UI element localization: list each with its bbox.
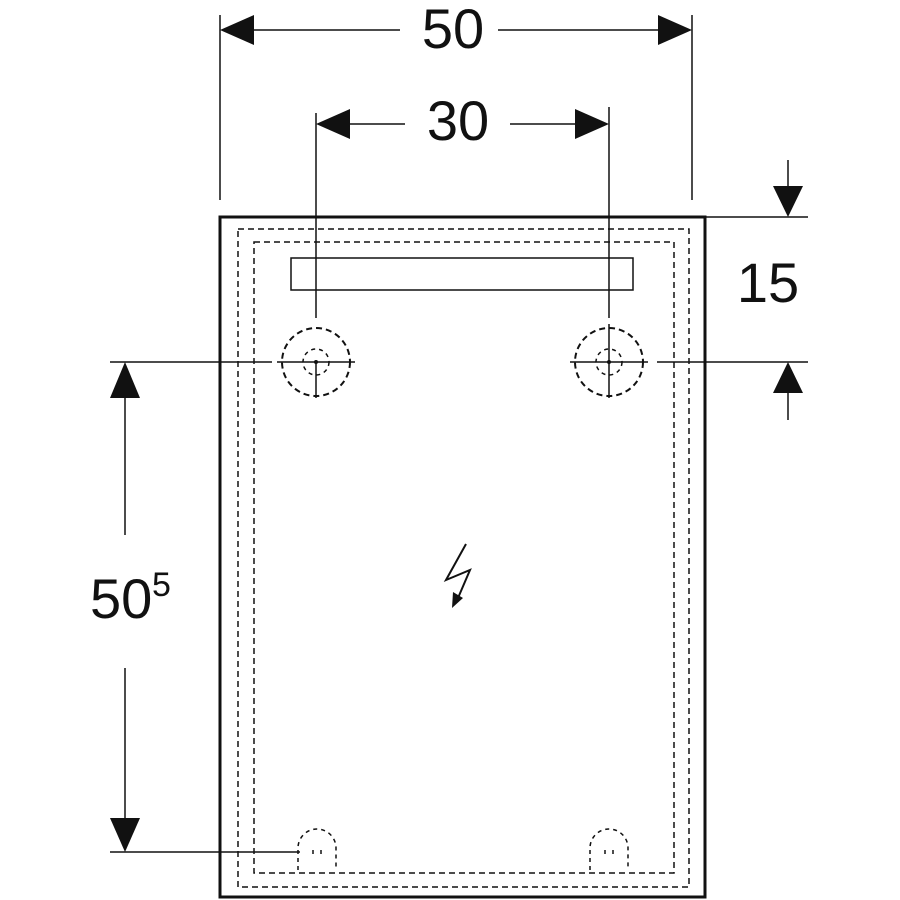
fixing-point-right — [570, 324, 648, 398]
lightning-bolt-icon — [443, 543, 472, 608]
bottom-slot-left — [297, 828, 337, 870]
dimension-label-height: 50 — [90, 567, 152, 630]
bottom-slot-right — [589, 828, 629, 870]
dimension-top-offset: 15 — [657, 160, 808, 420]
fixing-point-left — [277, 327, 355, 398]
dimension-label-height-superscript: 5 — [152, 566, 171, 604]
inner-dashed-outline-inner — [253, 241, 675, 874]
inner-dashed-outline-outer — [237, 228, 690, 888]
mirror-outline — [218, 215, 707, 899]
dimension-overall-width: 50 — [219, 0, 693, 200]
dimension-height: 50 5 — [90, 361, 300, 853]
light-strip — [290, 257, 634, 291]
dimension-label-top-offset: 15 — [737, 251, 799, 314]
dimension-label-overall-width: 50 — [422, 0, 484, 60]
dimension-label-fixing-spacing: 30 — [427, 89, 489, 152]
dimension-fixing-spacing: 30 — [315, 89, 610, 318]
